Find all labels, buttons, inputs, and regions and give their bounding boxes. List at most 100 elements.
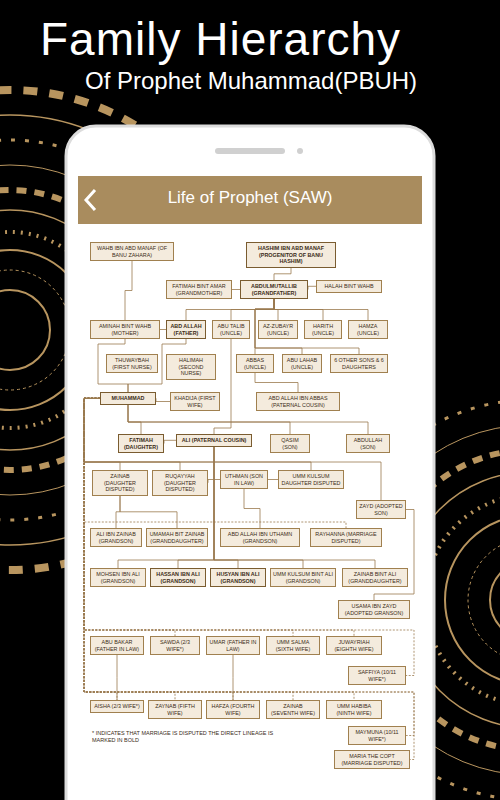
person-name: HAMZA (UNCLE) [351,323,385,336]
family-connector [125,261,132,320]
person-box: UMAR (FATHER IN LAW) [206,636,260,655]
person-box: MUHAMMAD [100,392,156,405]
family-connector [214,339,231,434]
footnote: * INDICATES THAT MARRIAGE IS DISPUTED TH… [92,730,292,744]
person-name: HARITH (UNCLE) [307,323,339,336]
person-name: USAMA IBN ZAYD (ADOPTED GRANSON) [341,603,407,616]
person-box: ABDULLAH (SON) [346,434,390,453]
person-box: UTHMAN (SON IN LAW) [220,470,268,489]
person-name: UMAMAH BIT ZAINAB (GRANDDAUGHTER) [149,531,205,544]
person-name: UMM SALMA (SIXTH WIFE) [269,639,317,652]
person-name: MUHAMMAD [103,395,153,402]
person-name: ABU TALIB (UNCLE) [215,323,247,336]
person-box: RAYHANNA (MARRIAGE DISPUTED) [310,528,382,547]
family-connector [84,398,354,700]
person-box: HALAH BINT WAHB [316,280,382,293]
person-name: AMINAH BINT WAHB (MOTHER) [93,323,157,336]
person-name: FATIMAH (DAUGHTER) [121,437,161,450]
person-box: FATIMAH (DAUGHTER) [118,434,164,453]
person-name: 6 OTHER SONS & 6 DAUGHTERS [333,357,385,370]
family-connector [214,447,238,569]
family-connector [84,398,180,470]
family-connector [128,405,141,435]
family-connector [118,447,214,569]
page-title: Family Hierarchy Of Prophet Muhammad(PBU… [40,12,440,96]
person-name: ZAYNAB (FIFTH WIFE) [151,703,199,716]
person-box: ABU LAHAB (UNCLE) [282,354,322,373]
person-name: ZAINAB BINT ALI (GRANDDAUGHTER) [345,571,405,584]
family-connector [214,447,303,569]
person-name: HAFZA (FOURTH WIFE) [209,703,257,716]
person-box: UMAMAH BIT ZAINAB (GRANDDAUGHTER) [146,528,208,547]
person-name: RAYHANNA (MARRIAGE DISPUTED) [313,531,379,544]
person-name: ABU LAHAB (UNCLE) [285,357,319,370]
person-box: ABBAS (UNCLE) [236,354,274,373]
person-box: HAMZA (UNCLE) [348,320,388,339]
person-name: ABU BAKAR (FATHER IN LAW) [93,639,141,652]
person-box: 6 OTHER SONS & 6 DAUGHTERS [330,354,388,373]
person-box: HAFZA (FOURTH WIFE) [206,700,260,719]
person-name: HALAH BINT WAHB [319,283,379,290]
person-box: HALIMAH (SECOND NURSE) [166,354,216,380]
person-name: MARIA THE COPT (MARRIAGE DISPUTED) [337,753,407,766]
person-box: RUQAYYAH (DAUGHTER DISPUTED) [152,470,208,496]
person-name: WAHB IBN ABD MANAF (OF BANU ZAHARA) [93,245,171,258]
family-connector [84,398,414,675]
person-box: UMM KULSUM DAUGHTER DISPUTED [278,470,344,489]
family-connector [186,299,274,320]
family-connector [274,268,291,281]
family-connector [84,398,175,636]
person-name: RUQAYYAH (DAUGHTER DISPUTED) [155,473,205,493]
family-connector [84,398,381,500]
person-name: ALI (PATERNAL COUSIN) [179,437,249,444]
family-connector [255,299,359,354]
person-name: THUWAYBAH (FIRST NURSE) [109,357,155,370]
person-name: ZAINAB (SEVENTH WIFE) [269,703,317,716]
person-box: AZ-ZUBAYR (UNCLE) [258,320,298,339]
person-box: QASIM (SON) [270,434,310,453]
person-box: AMINAH BINT WAHB (MOTHER) [90,320,160,339]
person-name: ABBAS (UNCLE) [239,357,271,370]
family-connector [84,398,293,700]
person-box: THUWAYBAH (FIRST NURSE) [106,354,158,373]
person-name: UTHMAN (SON IN LAW) [223,473,265,486]
person-name: FATIMAH BINT AMAR (GRANDMOTHER) [169,283,229,296]
family-connector [255,299,302,354]
person-name: ALI IBN ZAINAB (GRANDSON) [93,531,139,544]
family-connector [178,447,214,569]
person-box: ABU BAKAR (FATHER IN LAW) [90,636,144,655]
person-box: HASSAN IBN ALI (GRANDSON) [150,568,206,587]
person-box: ZAINAB (DAUGHTER DISPUTED) [92,470,148,496]
back-chevron [86,190,95,210]
person-box: MARIA THE COPT (MARRIAGE DISPUTED) [334,750,410,769]
family-connector [84,398,346,528]
person-box: ZAINAB BINT ALI (GRANDDAUGHTER) [342,568,408,587]
family-connector [214,447,375,569]
phone-camera [297,148,303,154]
person-name: MOHSEN IBN ALI (GRANDSON) [93,571,143,584]
phone-speaker [215,148,285,154]
person-box: HUSYAN IBN ALI (GRANDSON) [210,568,266,587]
family-connector [274,299,368,320]
person-name: AISHA (2/3 WIFE*) [93,703,141,710]
person-name: ZAYD (ADOPTED SON) [359,503,403,516]
family-connector [232,289,240,290]
person-name: ABD ALLAH IBN ABBAS (PATERNAL COUSIN) [259,395,337,408]
person-box: HARITH (UNCLE) [304,320,342,339]
person-name: MAYMUNA (10/11 WIFE*) [351,729,403,742]
person-name: ABD ALLAH (FATHER) [169,323,203,336]
header-bar [78,176,422,224]
person-name: QASIM (SON) [273,437,307,450]
person-name: AZ-ZUBAYR (UNCLE) [261,323,295,336]
family-connector [156,398,170,401]
person-box: FATIMAH BINT AMAR (GRANDMOTHER) [166,280,232,299]
family-connector [84,398,293,636]
person-box: WAHB IBN ABD MANAF (OF BANU ZAHARA) [90,242,174,261]
person-box: UMM KULSUM BINT ALI (GRANDSON) [270,568,336,587]
person-name: ZAINAB (DAUGHTER DISPUTED) [95,473,145,493]
person-box: UMM SALMA (SIXTH WIFE) [266,636,320,655]
person-box: ZAINAB (SEVENTH WIFE) [266,700,320,719]
person-box: ALI (PATERNAL COUSIN) [176,434,252,447]
person-name: ABD ALLAH IBN UTHAMN (GRANDSON) [223,531,297,544]
